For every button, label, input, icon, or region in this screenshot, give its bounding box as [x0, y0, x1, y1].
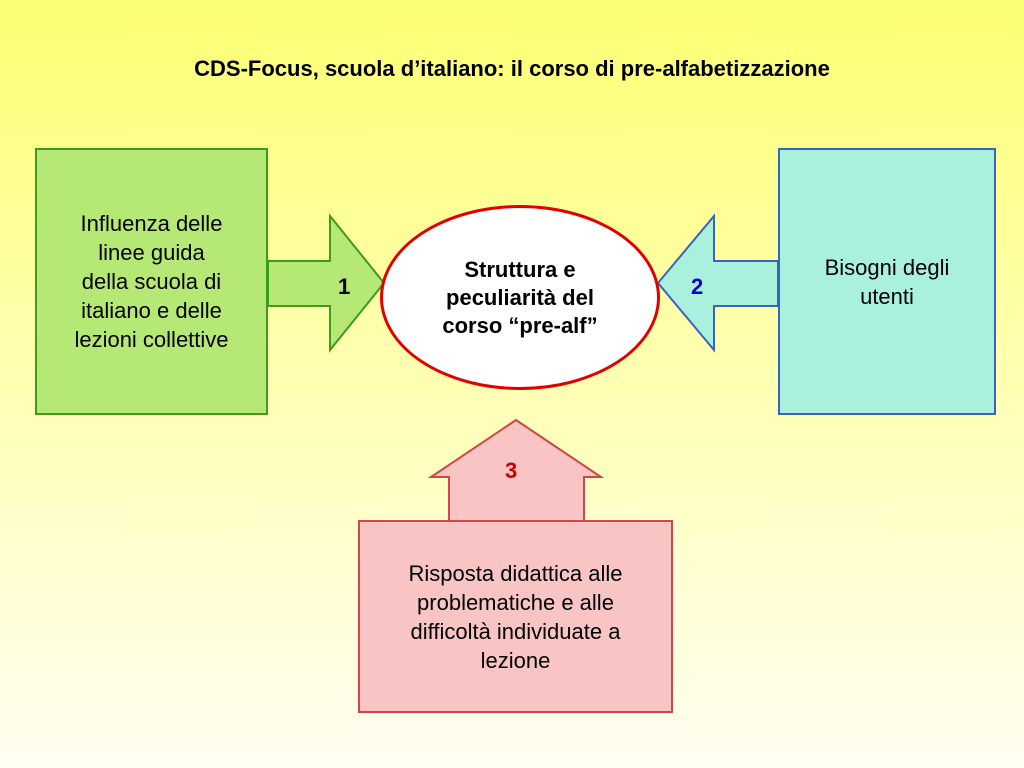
arrow-up-icon [427, 418, 605, 522]
influence-box: Influenza delle linee guida della scuola… [35, 148, 268, 415]
slide-title: CDS-Focus, scuola d’italiano: il corso d… [194, 56, 830, 81]
user-needs-box-text: Bisogni degli utenti [824, 254, 950, 309]
user-needs-box: Bisogni degli utenti [778, 148, 996, 415]
influence-box-text: Influenza delle linee guida della scuola… [74, 211, 229, 352]
arrow-left-icon [656, 213, 779, 353]
didactic-response-box: Risposta didattica alle problematiche e … [358, 520, 673, 713]
arrow-3-label: 3 [505, 458, 518, 483]
arrow-2-label: 2 [691, 274, 704, 299]
center-ellipse: Struttura e peculiarità del corso “pre-a… [380, 205, 660, 390]
arrow-1-label: 1 [338, 274, 351, 299]
arrow-right-icon [267, 213, 386, 353]
didactic-response-box-text: Risposta didattica alle problematiche e … [408, 560, 623, 673]
center-ellipse-text: Struttura e peculiarità del corso “pre-a… [442, 256, 598, 338]
